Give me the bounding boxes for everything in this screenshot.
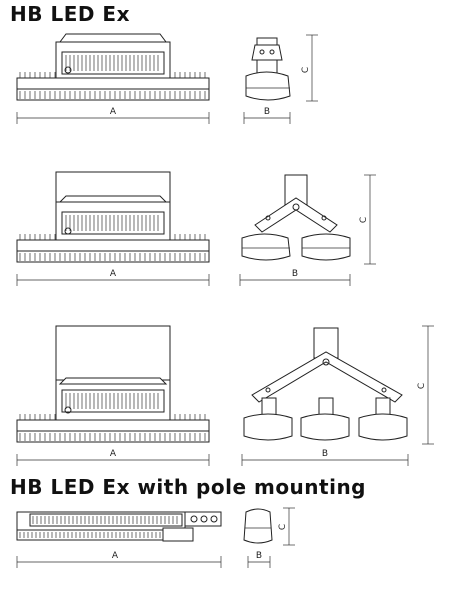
label-c: C	[278, 524, 288, 530]
dimension-b-4: B	[247, 551, 271, 568]
luminaire-1-front-view	[16, 33, 210, 101]
luminaire-2-side-view	[241, 174, 351, 261]
dimension-a-1: A	[16, 107, 210, 124]
dimension-b-3: B	[241, 449, 409, 466]
label-a: A	[110, 107, 117, 117]
dimension-c-2: C	[359, 174, 376, 265]
label-a: A	[110, 449, 117, 459]
dimension-c-3: C	[417, 325, 434, 445]
label-c: C	[417, 383, 427, 389]
luminaire-2-front-view	[16, 171, 210, 263]
luminaire-1-side-view	[245, 37, 291, 101]
dimension-b-1: B	[243, 107, 291, 124]
luminaire-3-front-view	[16, 325, 210, 443]
dimension-a-3: A	[16, 449, 210, 466]
dimension-c-1: C	[301, 34, 318, 102]
luminaire-3-side-view	[243, 327, 408, 441]
label-b: B	[322, 449, 328, 459]
label-b: B	[264, 107, 270, 117]
label-b: B	[292, 269, 298, 279]
label-c: C	[301, 67, 311, 73]
label-c: C	[359, 217, 369, 223]
dimension-c-4: C	[278, 507, 295, 546]
section-title-hb-led-ex: HB LED Ex	[10, 2, 130, 26]
label-b: B	[256, 551, 262, 561]
label-a: A	[110, 269, 117, 279]
section-title-pole-mounting: HB LED Ex with pole mounting	[10, 475, 367, 499]
dimension-b-2: B	[239, 269, 351, 286]
dimension-a-2: A	[16, 269, 210, 286]
dimension-a-4: A	[16, 551, 222, 568]
pole-mount-front-view	[16, 511, 222, 542]
label-a: A	[112, 551, 119, 561]
pole-mount-side-view	[243, 508, 273, 544]
